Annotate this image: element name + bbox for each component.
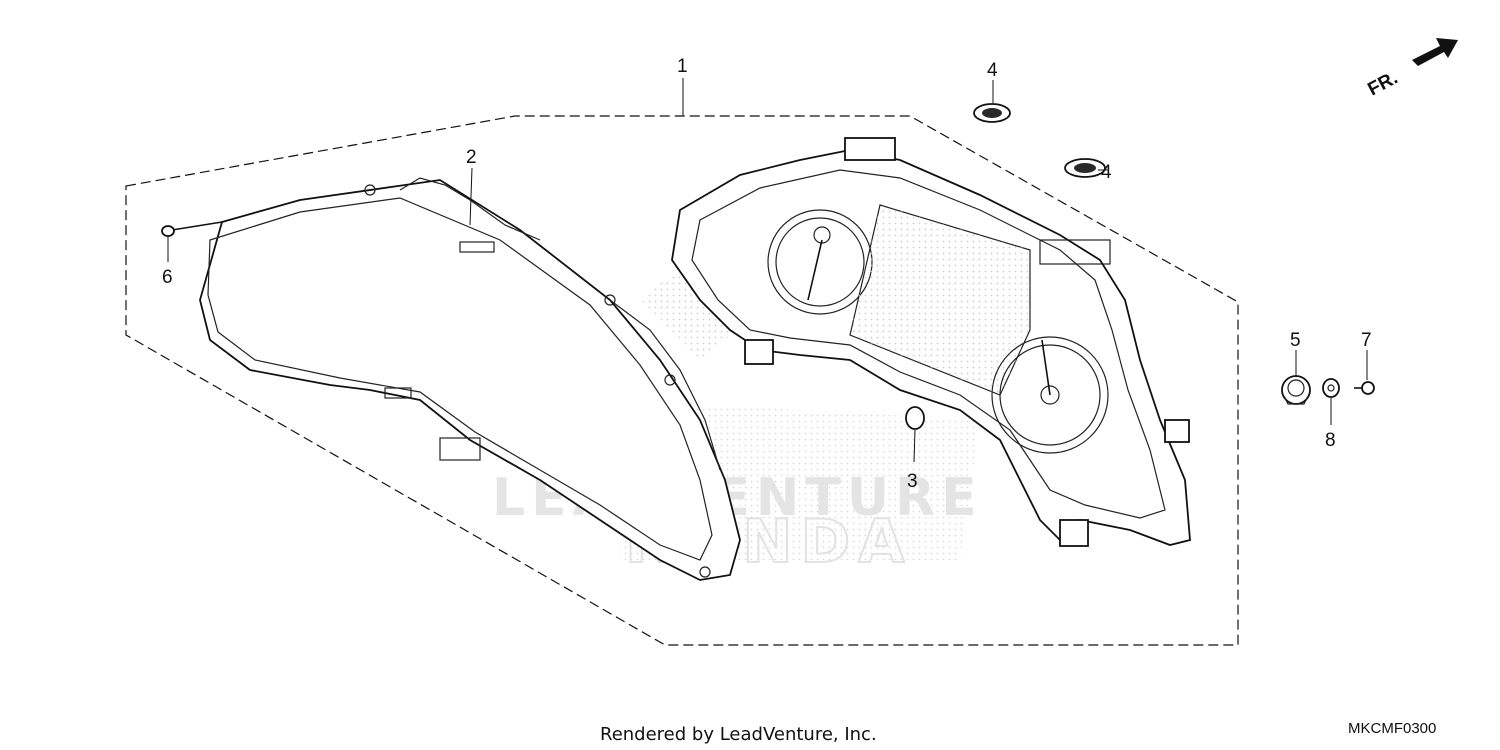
body-mount-right	[1164, 419, 1190, 443]
assembly-outline	[125, 115, 1239, 646]
callout-5: 5	[1290, 330, 1301, 351]
grommet-lower	[1064, 158, 1106, 178]
callout-3: 3	[907, 471, 918, 492]
callout-6: 6	[162, 267, 173, 288]
callout-4-lower: 4	[1101, 162, 1112, 183]
rendered-by-credit: Rendered by LeadVenture, Inc.	[600, 724, 877, 745]
speedometer-needle	[807, 239, 823, 301]
body-mount-bottom	[1059, 519, 1089, 547]
cover-tab-top	[459, 241, 495, 253]
meter-cover-lens	[199, 177, 741, 581]
front-arrow-icon	[1412, 38, 1458, 66]
grommet-upper	[973, 103, 1011, 123]
screw-left	[161, 221, 223, 237]
body-mount-top	[844, 137, 896, 161]
callout-7: 7	[1361, 330, 1372, 351]
body-mount-left	[744, 339, 774, 365]
cover-tab-bottom	[439, 437, 481, 461]
washer	[1322, 378, 1340, 398]
rubber-mount	[1281, 375, 1311, 405]
adjust-knob	[905, 406, 925, 430]
front-direction-label: FR.	[1364, 68, 1401, 101]
diagram-code: MKCMF0300	[1348, 720, 1436, 737]
callout-2: 2	[466, 147, 477, 168]
screw-right	[1354, 381, 1375, 395]
callout-1: 1	[677, 56, 688, 77]
callout-8: 8	[1325, 430, 1336, 451]
leader-lines	[167, 78, 1368, 463]
tachometer-dial	[991, 336, 1109, 454]
tachometer-needle	[1041, 339, 1051, 396]
front-direction-indicator: FR.	[1364, 38, 1458, 100]
tachometer-hub	[1040, 385, 1060, 405]
meter-body	[671, 137, 1191, 547]
callout-4-upper: 4	[987, 60, 998, 81]
